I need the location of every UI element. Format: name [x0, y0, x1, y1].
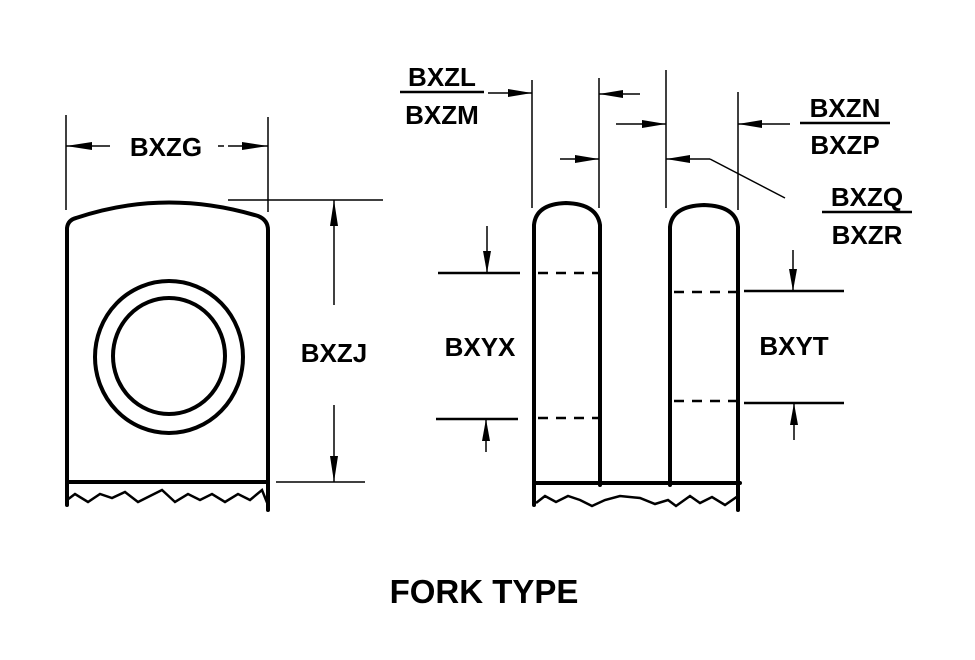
bxzq-arrow-icon [666, 155, 690, 163]
bxzl-arrow-icon [508, 89, 532, 97]
bxyt-arrow-top-icon [789, 269, 797, 291]
bxzq-label: BXZQ [831, 182, 903, 212]
bxzp-label: BXZP [810, 130, 879, 160]
bxyx-label: BXYX [445, 332, 516, 362]
bxzl-inner-arrow-icon [599, 90, 623, 98]
bxyx-arrow-bottom-icon [482, 419, 490, 441]
bxzm-label: BXZM [405, 100, 479, 130]
bxzn-label: BXZN [810, 93, 881, 123]
bxzr-label: BXZR [832, 220, 903, 250]
bxzl-label: BXZL [408, 62, 476, 92]
fork-break-line [535, 494, 739, 508]
bxzj-arrow-bottom-icon [330, 456, 338, 482]
bxzg-arrow-right-icon [242, 142, 268, 150]
hole-inner-circle [111, 296, 227, 416]
bxyx-arrow-top-icon [483, 251, 491, 273]
bxzm-arrow-icon [575, 155, 599, 163]
diagram-title: FORK TYPE [390, 573, 579, 610]
bxzn-inner-arrow-icon [642, 120, 666, 128]
hole-outer-circle [93, 279, 245, 435]
bxyt-arrow-bottom-icon [790, 403, 798, 425]
bxyt-label: BXYT [759, 331, 828, 361]
bxzj-label: BXZJ [301, 338, 367, 368]
right-tine-outline [668, 203, 740, 512]
left-tine-outline [532, 201, 602, 487]
bxzq-leader [709, 158, 786, 199]
bxzg-arrow-left-icon [66, 142, 92, 150]
side-view-outline [65, 200, 270, 512]
side-view-break-line [66, 487, 270, 506]
bxzg-label: BXZG [130, 132, 202, 162]
fork-view: BXZL BXZM BXZN BXZP BXZQ BXZR BXYX BXY [400, 62, 912, 512]
bxzj-arrow-top-icon [330, 200, 338, 226]
bxzn-arrow-icon [738, 120, 762, 128]
side-view: BXZG BXZJ [65, 115, 383, 512]
